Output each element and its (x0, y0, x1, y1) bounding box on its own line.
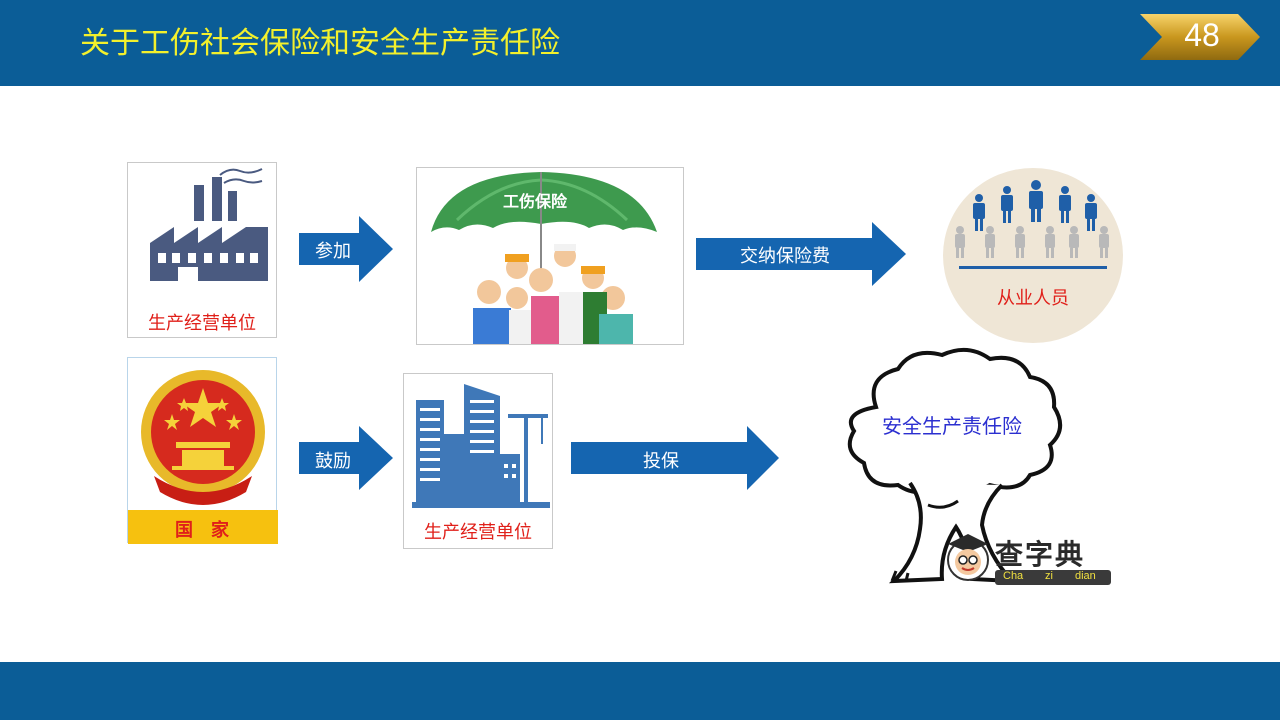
page-title: 关于工伤社会保险和安全生产责任险 (80, 26, 560, 61)
national-emblem-icon (128, 370, 278, 544)
employees-circle: 从业人员 (943, 168, 1123, 343)
page-number-badge (1138, 14, 1260, 60)
city-buildings-icon (412, 384, 550, 508)
pinyin-3: dian (1075, 570, 1096, 582)
umbrella-image-frame: 工伤保险 (416, 167, 684, 345)
insure-arrow: 投保 (571, 426, 779, 490)
join-arrow-label: 参加 (315, 241, 351, 262)
people-group-icon (955, 180, 1109, 269)
factory-icon (150, 168, 268, 281)
company-caption: 生产经营单位 (148, 313, 256, 334)
watermark-pinyin: Cha zi dian (995, 570, 1111, 585)
tree-text: 安全生产责任险 (882, 414, 1022, 438)
pinyin-2: zi (1045, 570, 1053, 582)
join-arrow: 参加 (299, 216, 393, 282)
header-bar (0, 0, 1280, 86)
state-caption: 国 家 (175, 520, 229, 541)
buildings-image-frame: 生产经营单位 (403, 373, 553, 549)
pay-premium-arrow: 交纳保险费 (696, 222, 906, 286)
pay-premium-label: 交纳保险费 (740, 246, 830, 267)
employees-caption: 从业人员 (997, 288, 1069, 309)
umbrella-people-illustration (431, 172, 657, 344)
national-emblem-frame: 国 家 (127, 357, 278, 544)
umbrella-text: 工伤保险 (503, 192, 568, 211)
pinyin-1: Cha (1003, 570, 1024, 582)
company-caption-2: 生产经营单位 (424, 522, 532, 543)
encourage-arrow: 鼓励 (299, 426, 393, 490)
page-number: 48 (1184, 17, 1220, 53)
encourage-arrow-label: 鼓励 (315, 451, 351, 472)
watermark-chars: 查字典 (995, 538, 1086, 571)
insure-arrow-label: 投保 (643, 451, 679, 472)
chazidian-mascot-icon (947, 534, 989, 581)
company-image-frame: 生产经营单位 (127, 162, 277, 338)
footer-bar (0, 662, 1280, 720)
